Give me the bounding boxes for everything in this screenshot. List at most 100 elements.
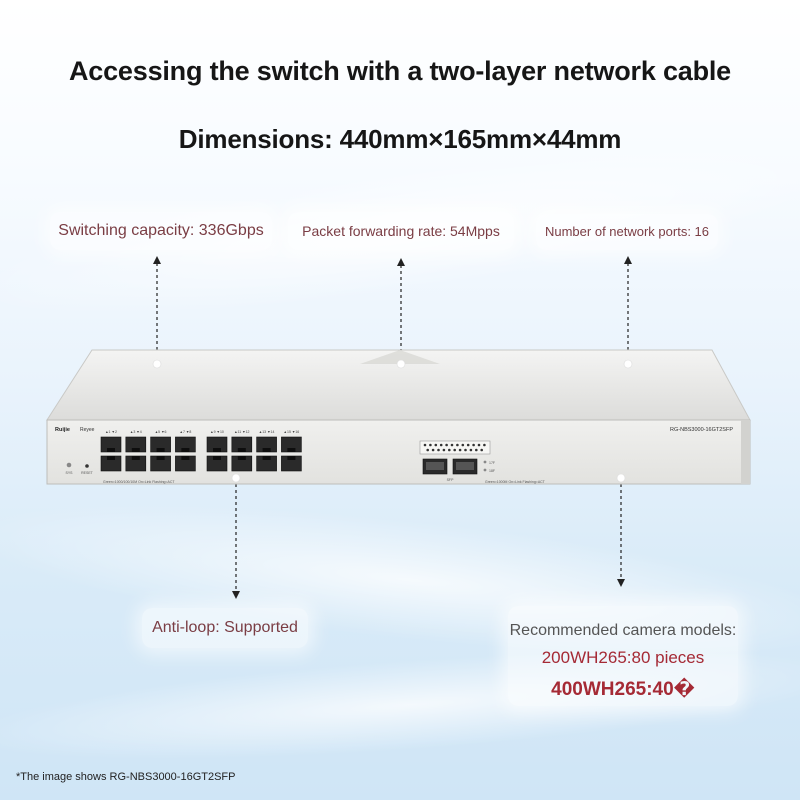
vent-hole xyxy=(426,448,430,452)
rj45-led-legend: Green=1000/100/10M On=Link Flashing=ACT xyxy=(103,480,175,484)
vent-hole xyxy=(456,443,459,447)
rj45-port-7 xyxy=(175,436,196,453)
port-number-label: ▲9 ▼10 xyxy=(210,430,224,434)
callout-anchor-dots xyxy=(152,359,633,483)
vent-hole xyxy=(453,448,457,452)
sfp-port-label-17: 17F xyxy=(489,461,495,465)
rj45-port-latch xyxy=(131,448,140,452)
vent-hole xyxy=(429,443,432,447)
sfp-port-18 xyxy=(452,458,478,475)
rj45-ports xyxy=(100,436,302,472)
camera-models-line-2: 400WH265:40� xyxy=(551,679,695,700)
rj45-port-14 xyxy=(256,455,277,472)
port-number-label: ▲7 ▼8 xyxy=(180,430,192,434)
rj45-port-latch xyxy=(156,456,165,460)
rj45-port-latch xyxy=(262,456,271,460)
rj45-port-latch xyxy=(237,456,246,460)
model-label: RG-NBS3000-16GT2SFP xyxy=(670,427,733,433)
rj45-port-3 xyxy=(125,436,147,453)
rj45-port-8 xyxy=(175,455,196,472)
rj45-port-4 xyxy=(125,455,147,472)
port-number-label: ▲3 ▼4 xyxy=(130,430,142,434)
rj45-port-10 xyxy=(206,455,228,472)
port-number-label: ▲1 ▼2 xyxy=(105,430,117,434)
rj45-port-1 xyxy=(100,436,122,453)
port-number-label: ▲5 ▼6 xyxy=(155,430,167,434)
vent-hole xyxy=(461,443,465,447)
sfp-led-legend: Green=1000M On=Link Flashing=ACT xyxy=(485,480,546,484)
vent-hole xyxy=(437,448,440,452)
rj45-port-latch xyxy=(131,456,140,460)
sfp-vent-panel xyxy=(419,440,491,455)
rj45-port-2 xyxy=(100,455,122,472)
port-number-label: ▲15 ▼16 xyxy=(284,430,300,434)
vent-hole xyxy=(450,443,454,447)
reset-label: RESET xyxy=(81,471,94,475)
network-ports-callout: Number of network ports: 16 xyxy=(536,214,718,250)
vent-hole xyxy=(469,448,473,452)
port-numbers: ▲1 ▼2 ▲3 ▼4 ▲5 ▼6 ▲7 ▼8 ▲9 ▼10 ▲11 ▼12 ▲13 ▼14… xyxy=(105,430,299,434)
rj45-port-latch xyxy=(181,456,190,460)
rj45-port-latch xyxy=(237,448,246,452)
vent-hole xyxy=(431,448,435,452)
camera-models-callout: Recommended camera models: 200WH265:80 p… xyxy=(508,606,738,706)
port-number-label: ▲11 ▼12 xyxy=(234,430,249,434)
camera-models-line-1: 200WH265:80 pieces xyxy=(541,648,705,667)
rj45-port-latch xyxy=(213,448,221,452)
rj45-port-15 xyxy=(281,436,302,453)
camera-models-heading: Recommended camera models: xyxy=(509,622,737,639)
switching-capacity-callout: Switching capacity: 336Gbps xyxy=(50,212,272,250)
rj45-port-6 xyxy=(150,455,171,472)
sys-label: SYS xyxy=(65,471,73,475)
rj45-port-11 xyxy=(231,436,253,453)
sfp-led-18 xyxy=(483,468,487,472)
sfp-port-17 xyxy=(422,458,448,475)
rj45-port-latch xyxy=(107,456,115,460)
vent-hole xyxy=(466,443,470,447)
rj45-port-latch xyxy=(181,448,190,452)
rj45-port-latch xyxy=(213,456,221,460)
switch-side-edge xyxy=(741,420,750,484)
sfp-port-17-cage xyxy=(426,462,444,470)
vent-hole xyxy=(439,443,443,447)
sfp-port-label-18: 18F xyxy=(489,469,495,473)
brand-logo: Ruijie xyxy=(55,427,70,433)
sfp-led-17 xyxy=(483,460,487,464)
vent-hole xyxy=(458,448,462,452)
vent-hole xyxy=(442,448,446,452)
vent-hole xyxy=(445,443,448,447)
vent-hole xyxy=(477,443,481,447)
vent-hole xyxy=(448,448,451,452)
anti-loop-callout: Anti-loop: Supported xyxy=(142,608,308,648)
sub-brand-logo: Reyee xyxy=(80,427,95,433)
rj45-port-13 xyxy=(256,436,277,453)
image-footnote: *The image shows RG-NBS3000-16GT2SFP xyxy=(16,771,236,783)
rj45-port-latch xyxy=(107,448,115,452)
vent-hole xyxy=(483,443,486,447)
vent-hole xyxy=(480,448,484,452)
rj45-port-16 xyxy=(281,455,302,472)
packet-forwarding-callout: Packet forwarding rate: 54Mpps xyxy=(288,212,514,250)
sfp-vent-holes xyxy=(423,443,486,452)
rj45-port-9 xyxy=(206,436,228,453)
switch-front-panel xyxy=(46,419,751,485)
vent-hole xyxy=(464,448,467,452)
vent-hole xyxy=(434,443,438,447)
dimensions-text: Dimensions: 440mm×165mm×44mm xyxy=(178,124,622,154)
page-title: Accessing the switch with a two-layer ne… xyxy=(69,56,731,86)
sys-led xyxy=(66,462,72,468)
rj45-port-latch xyxy=(262,448,271,452)
vent-hole xyxy=(472,443,475,447)
rj45-port-latch xyxy=(287,456,296,460)
sfp-label: SFP xyxy=(447,478,454,482)
port-number-label: ▲13 ▼14 xyxy=(259,430,275,434)
sfp-port-18-cage xyxy=(456,462,474,470)
reset-button xyxy=(85,464,89,468)
rj45-port-12 xyxy=(231,455,253,472)
vent-hole xyxy=(423,443,427,447)
rj45-port-5 xyxy=(150,436,171,453)
rj45-port-latch xyxy=(156,448,165,452)
rj45-port-latch xyxy=(287,448,296,452)
switch-top-panel xyxy=(46,349,751,421)
vent-hole xyxy=(475,448,478,452)
